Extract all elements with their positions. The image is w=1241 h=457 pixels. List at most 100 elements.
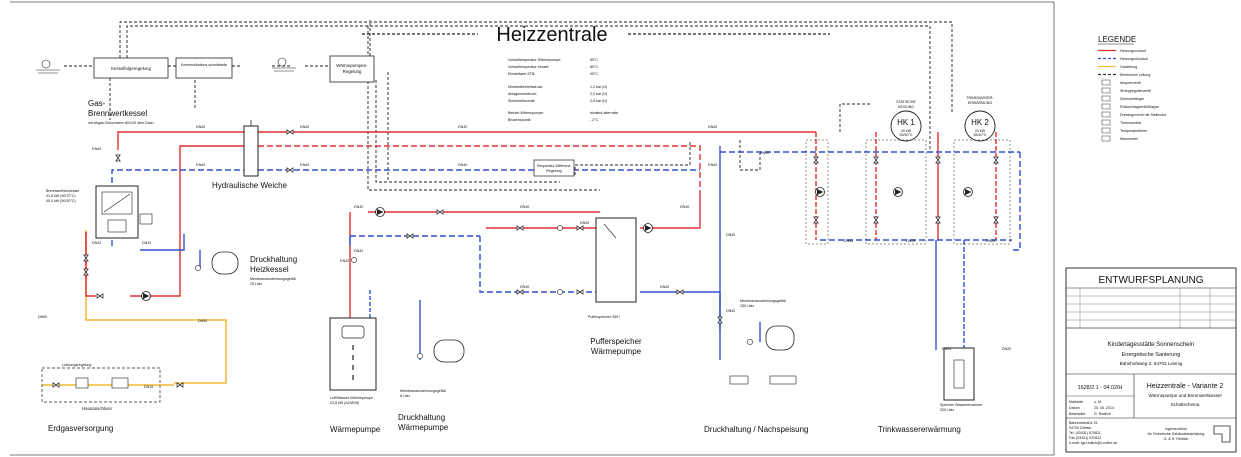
legend-label: Thermometer [1120, 121, 1142, 125]
svg-text:Kommunikations-schnittstelle: Kommunikations-schnittstelle [181, 63, 228, 67]
svg-text:55/40°C: 55/40°C [973, 133, 986, 137]
svg-text:250 Liter: 250 Liter [740, 304, 755, 308]
buffer-tank [595, 217, 637, 303]
gas-line [42, 230, 227, 386]
meta-value: G. Redlich [1094, 412, 1111, 416]
parameter-label: Vorlauftemperatur Kessel: [508, 65, 549, 69]
parameter-label: Sicherheitsventil: [508, 99, 535, 103]
pipe-size-label: DN50 [198, 319, 207, 323]
pipe-size-label: DN40 [458, 163, 467, 167]
office-name-line: für Technische Gebäudeausrüstung [1148, 432, 1205, 436]
parameter-label: Anlagenenddruck: [508, 92, 537, 96]
pipe-size-label: DN20 [1002, 347, 1011, 351]
supply-lines [85, 131, 997, 326]
legend-label: Schmutzfänger [1120, 97, 1145, 101]
svg-text:Membranausdehnungsgefäß: Membranausdehnungsgefäß [740, 299, 787, 303]
pipe-size-label: DN15 [144, 385, 153, 389]
temp-diff-controller: Temperatur-Differenz- Regelung [533, 159, 575, 177]
expansion-vessel-makeup [765, 325, 795, 351]
legend-label: Manometer [1120, 137, 1139, 141]
office-name-line: G. & H. Redlich [1164, 437, 1189, 441]
svg-text:Leistungsregelung: Leistungsregelung [62, 363, 91, 367]
parameter-value: 80°C [590, 65, 598, 69]
office-logo-icon [1213, 425, 1231, 443]
parameter-value: 2,5 bar (Ü) [590, 99, 607, 103]
expansion-vessel-boiler [211, 251, 239, 275]
svg-text:30 kW: 30 kW [901, 129, 912, 133]
valve-symbols [52, 129, 999, 388]
parameter-value: 95°C [590, 72, 598, 76]
pipe-size-label: DN40 [726, 233, 735, 237]
svg-text:TRINKWASSER-: TRINKWASSER- [966, 96, 994, 100]
buffer-label: Pufferspeicher [590, 337, 642, 346]
heating-circuit-hk2: HK 2 20 kW 55/40°C TRINKWASSER- ERWÄRMUN… [964, 96, 996, 142]
pipe-size-label: DN40 [196, 163, 205, 167]
pipe-size-label: DN32 [92, 241, 101, 245]
office-address-line: Tel. (03431) 570811 [1069, 431, 1101, 435]
svg-text:STATISCHE: STATISCHE [896, 100, 916, 104]
parameter-value: - 2°C [590, 118, 599, 122]
kesselregelung-box: Kesselfolgeregelung [93, 57, 169, 79]
svg-text:55/40°C: 55/40°C [899, 133, 912, 137]
svg-text:Energetische Sanierung: Energetische Sanierung [1122, 352, 1181, 358]
makeup-label: Druckhaltung / Nachspeisung [704, 425, 809, 434]
legend-label: Gasleitung [1120, 65, 1137, 69]
pipe-size-label: DN40 [726, 309, 735, 313]
pipe-size-label: DN40 [708, 125, 717, 129]
svg-text:Heizzentrale - Variante 2: Heizzentrale - Variante 2 [1147, 383, 1224, 390]
meta-key: Maßstab [1069, 400, 1083, 404]
svg-text:41,6 kW (90/70°C): 41,6 kW (90/70°C) [46, 194, 76, 198]
pipe-size-label: DN40 [680, 205, 689, 209]
pipe-size-label: DN40 [354, 205, 363, 209]
parameter-label: Einstellwert STB: [508, 72, 535, 76]
svg-text:25 Liter: 25 Liter [250, 282, 263, 286]
svg-text:Wärmepumpe: Wärmepumpe [591, 347, 642, 356]
pipe-size-label: DN50 [38, 315, 47, 319]
wp-regelung-box: Wärmepumpen- Regelung [329, 55, 375, 83]
pipe-size-label: DN40 [520, 205, 529, 209]
svg-text:Kindertagesstätte Sonnenschein: Kindertagesstätte Sonnenschein [1108, 342, 1194, 348]
pipe-size-label: DN20 [942, 347, 951, 351]
legend-symbol [1101, 95, 1111, 102]
svg-text:Membranausdehnungsgefäß: Membranausdehnungsgefäß [400, 389, 447, 393]
house-connection-box [41, 367, 161, 403]
meta-key: Datum [1069, 406, 1080, 410]
svg-text:LEGENDE: LEGENDE [1098, 35, 1136, 44]
parameter-label: Bivalenzpunkt: [508, 118, 531, 122]
pipe-size-label: DN40 [760, 151, 769, 155]
pipe-size-label: DN25 [906, 239, 915, 243]
hydraulic-switch [243, 120, 259, 177]
office-address-line: Fax (03431) 570812 [1069, 436, 1101, 440]
circuit-group [805, 139, 1011, 245]
parameter-list: Vorlauftemperatur Wärmepumpe: 55°C Vorlauf… [508, 58, 618, 122]
parameter-value: 55°C [590, 58, 598, 62]
expansion-vessel-hp [433, 339, 465, 363]
pipe-size-label: DN40 [520, 285, 529, 289]
svg-text:Schaltschema: Schaltschema [1171, 402, 1200, 407]
hydraulic-switch-label: Hydraulische Weiche [212, 181, 288, 190]
legend-label: Heizungsrücklauf [1120, 57, 1148, 61]
legend-symbol [1101, 119, 1111, 126]
svg-text:23,8 kW (A2/W35): 23,8 kW (A2/W35) [330, 401, 359, 405]
svg-text:Wärmepumpe: Wärmepumpe [398, 423, 449, 432]
pipe-size-label: DN25 [986, 239, 995, 243]
legend: LEGENDE HeizungsvorlaufHeizungsrücklaufG… [1098, 35, 1167, 142]
svg-text:Brennwertheizkessel: Brennwertheizkessel [46, 189, 79, 193]
gas-boiler [95, 185, 153, 239]
legend-label: Heizungsvorlauf [1120, 49, 1146, 53]
kommunikation-box: Kommunikations-schnittstelle [175, 57, 233, 79]
svg-text:1628/2.1 - 04.02/H: 1628/2.1 - 04.02/H [1078, 385, 1123, 391]
legend-symbol [1101, 127, 1111, 134]
svg-text:HK 1: HK 1 [897, 118, 915, 127]
pipe-size-label: DN32 [142, 241, 151, 245]
parameter-label: Vorlauftemperatur Wärmepumpe: [508, 58, 561, 62]
parameter-label: Mindestbetriebsdruck: [508, 85, 543, 89]
svg-text:Regelung: Regelung [546, 169, 561, 173]
legend-symbol [1101, 79, 1111, 86]
legend-symbol [1101, 111, 1111, 118]
meta-key: Bearbeitet [1069, 412, 1085, 416]
control-lines [64, 20, 953, 191]
title-block: ENTWURFSPLANUNG Kindertagesstätte Sonnen… [1065, 267, 1237, 453]
pipe-size-label: DN32 [340, 259, 349, 263]
